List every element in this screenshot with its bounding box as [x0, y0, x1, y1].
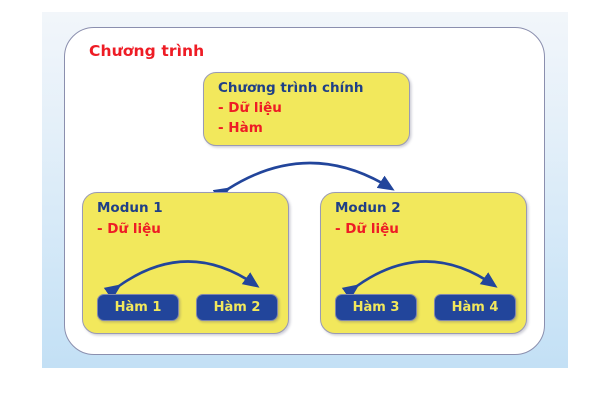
module-2-function-arrow: [341, 260, 498, 300]
module-1-box[interactable]: Modun 1 - Dữ liệu Hàm 1 Hàm 2: [82, 192, 289, 334]
module-2-function-2-button[interactable]: Hàm 4: [434, 294, 516, 321]
module-2-heading: Modun 2: [335, 200, 401, 216]
module-1-function-2-button[interactable]: Hàm 2: [196, 294, 278, 321]
module-2-function-1-button[interactable]: Hàm 3: [335, 294, 417, 321]
main-program-box[interactable]: Chương trình chính - Dữ liệu - Hàm: [203, 72, 410, 146]
module-2-data-line: - Dữ liệu: [335, 221, 399, 237]
main-program-data-line: - Dữ liệu: [218, 100, 282, 116]
module-1-function-1-label: Hàm 1: [114, 300, 162, 315]
main-program-function-line: - Hàm: [218, 120, 263, 136]
module-1-heading: Modun 1: [97, 200, 163, 216]
page-title: Chương trình: [89, 42, 205, 60]
module-2-box[interactable]: Modun 2 - Dữ liệu Hàm 3 Hàm 4: [320, 192, 527, 334]
module-1-data-line: - Dữ liệu: [97, 221, 161, 237]
main-program-heading: Chương trình chính: [218, 80, 364, 96]
module-1-function-1-button[interactable]: Hàm 1: [97, 294, 179, 321]
module-1-function-2-label: Hàm 2: [213, 300, 261, 315]
module-2-function-2-label: Hàm 4: [451, 300, 499, 315]
module-1-function-arrow: [103, 260, 260, 300]
module-2-function-1-label: Hàm 3: [352, 300, 400, 315]
